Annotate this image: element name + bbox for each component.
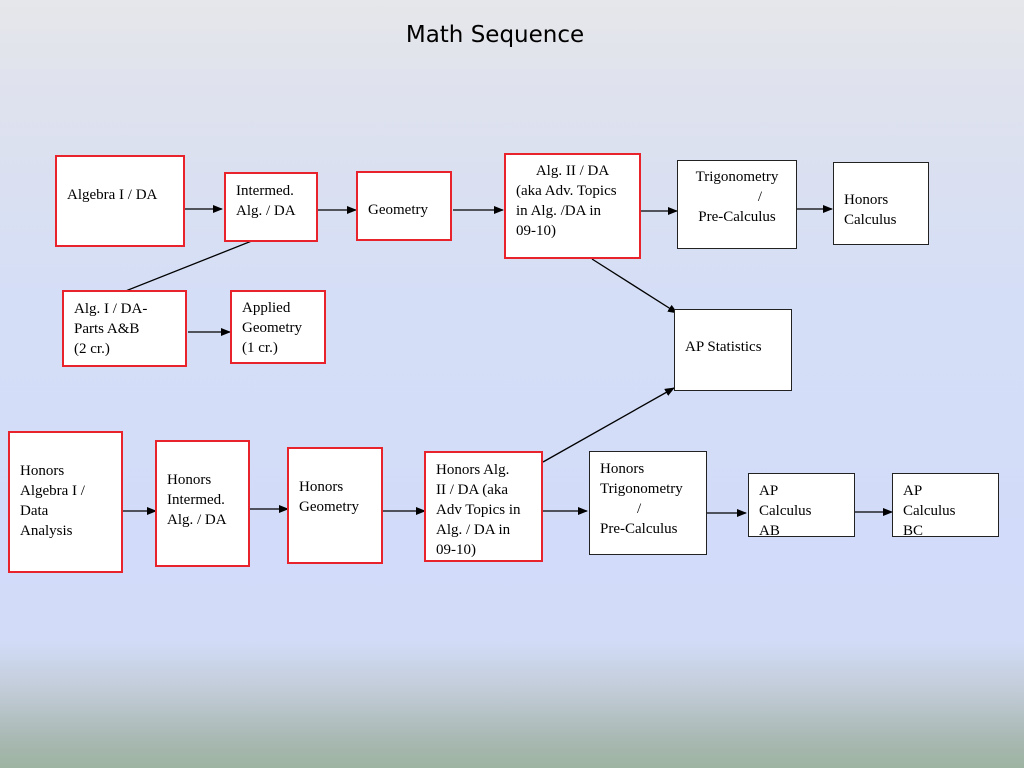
node-label-line: Intermed. bbox=[236, 183, 294, 199]
node-label-line: 09-10) bbox=[516, 223, 556, 239]
node-label-line: Pre-Calculus bbox=[600, 521, 678, 537]
node-label: Algebra I / DA bbox=[67, 187, 158, 203]
node-label-line: Geometry bbox=[242, 320, 302, 336]
node-label-line: AB bbox=[759, 523, 780, 537]
node-ap-calculus-bc: AP Calculus BC bbox=[892, 473, 999, 537]
node-label-line: Alg. II / DA bbox=[535, 163, 610, 179]
page-title: Math Sequence bbox=[405, 22, 585, 48]
node-alg-i-da-parts-ab: Alg. I / DA- Parts A&B (2 cr.) bbox=[62, 290, 187, 367]
node-trigonometry-pre-calculus: Trigonometry / Pre-Calculus bbox=[677, 160, 797, 249]
node-algebra-i-da: Algebra I / DA bbox=[55, 155, 185, 247]
node-label-line: Honors bbox=[600, 461, 645, 477]
node-alg-ii-da: Alg. II / DA (aka Adv. Topics in Alg. /D… bbox=[504, 153, 641, 259]
node-label-line: BC bbox=[903, 523, 924, 537]
node-label-line: Algebra I / bbox=[20, 483, 85, 499]
node-label-line: Alg. I / DA- bbox=[74, 301, 148, 317]
node-label-line: 09-10) bbox=[436, 542, 476, 558]
node-honors-algebra-i-data-analysis: Honors Algebra I / Data Analysis bbox=[8, 431, 123, 573]
node-label-line: in Alg. /DA in bbox=[516, 203, 602, 219]
node-label-line: (1 cr.) bbox=[242, 340, 278, 356]
node-label-line: Alg. / DA bbox=[236, 203, 296, 219]
node-label-line: Alg. / DA bbox=[167, 512, 227, 528]
arrow-alg1-parts-to-intermed bbox=[122, 232, 273, 293]
node-label-line: Applied bbox=[242, 300, 291, 316]
node-label-line: Analysis bbox=[20, 523, 73, 539]
node-label: Geometry bbox=[368, 202, 428, 218]
node-label-line: AP bbox=[903, 483, 923, 499]
node-label-line: Pre-Calculus bbox=[698, 209, 776, 225]
node-label-line: II / DA (aka bbox=[436, 482, 509, 498]
node-label-line: Honors bbox=[167, 472, 212, 488]
node-applied-geometry: Applied Geometry (1 cr.) bbox=[230, 290, 326, 364]
node-ap-statistics: AP Statistics bbox=[674, 309, 792, 391]
node-label-line: Intermed. bbox=[167, 492, 225, 508]
node-label-line: Alg. / DA in bbox=[436, 522, 511, 538]
node-label-line: Adv Topics in bbox=[436, 502, 521, 518]
arrow-alg2-to-ap-statistics bbox=[591, 258, 678, 314]
node-honors-intermed-alg-da: Honors Intermed. Alg. / DA bbox=[155, 440, 250, 567]
node-label-line: / bbox=[757, 189, 763, 205]
arrow-hon-alg2-to-ap-statistics bbox=[542, 387, 675, 463]
node-geometry: Geometry bbox=[356, 171, 452, 241]
node-label-line: / bbox=[637, 501, 642, 517]
node-label-line: Calculus bbox=[903, 503, 956, 519]
node-label-line: (2 cr.) bbox=[74, 341, 110, 357]
node-label-line: AP bbox=[759, 483, 779, 499]
node-label-line: Honors bbox=[20, 463, 65, 479]
node-ap-calculus-ab: AP Calculus AB bbox=[748, 473, 855, 537]
node-label-line: Trigonometry bbox=[600, 481, 683, 497]
node-honors-alg-ii-da: Honors Alg. II / DA (aka Adv Topics in A… bbox=[424, 451, 543, 562]
node-label-line: Parts A&B bbox=[74, 321, 140, 337]
node-label-line: (aka Adv. Topics bbox=[516, 183, 617, 199]
node-honors-calculus: Honors Calculus bbox=[833, 162, 929, 245]
node-honors-trigonometry-pre-calculus: Honors Trigonometry / Pre-Calculus bbox=[589, 451, 707, 555]
node-label-line: Honors bbox=[299, 479, 344, 495]
node-label-line: Geometry bbox=[299, 499, 359, 515]
node-intermed-alg-da: Intermed. Alg. / DA bbox=[224, 172, 318, 242]
node-label: AP Statistics bbox=[685, 339, 762, 355]
node-label-line: Calculus bbox=[759, 503, 812, 519]
node-label-line: Data bbox=[20, 503, 49, 519]
node-label-line: Trigonometry bbox=[695, 169, 779, 185]
node-label-line: Honors Alg. bbox=[436, 462, 510, 478]
node-label-line: Honors bbox=[844, 192, 889, 208]
node-honors-geometry: Honors Geometry bbox=[287, 447, 383, 564]
node-label-line: Calculus bbox=[844, 212, 897, 228]
